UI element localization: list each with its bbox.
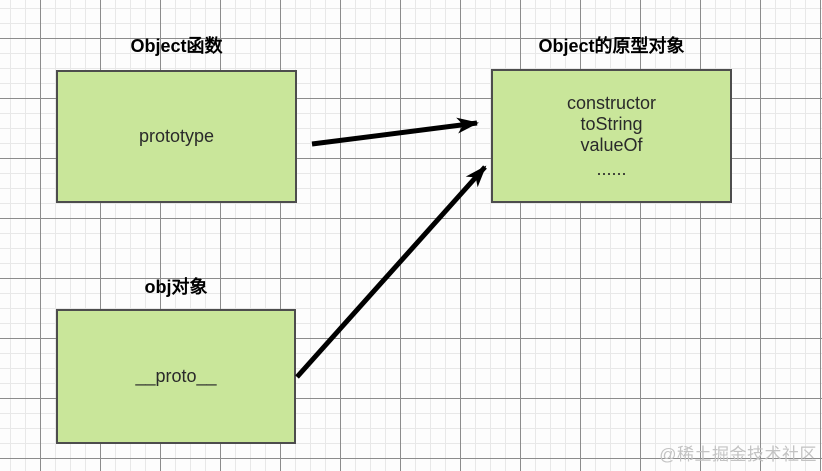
obj-instance-title: obj对象 xyxy=(144,277,208,297)
member-constructor: constructor xyxy=(566,92,657,113)
prototype-to-prototype-object-arrow xyxy=(311,117,479,147)
object-prototype-members: constructor toString valueOf ...... xyxy=(567,93,656,180)
object-prototype-node: constructor toString valueOf ...... xyxy=(491,69,732,203)
member-tostring: toString xyxy=(580,113,643,134)
obj-instance-node: __proto__ xyxy=(56,309,296,444)
object-function-title: Object函数 xyxy=(130,36,223,56)
member-valueof: valueOf xyxy=(580,134,643,155)
proto-to-prototype-object-arrow xyxy=(295,165,487,379)
obj-instance-label: __proto__ xyxy=(135,366,217,386)
member-ellipsis: ...... xyxy=(596,158,627,179)
object-function-label: prototype xyxy=(138,126,215,146)
object-prototype-title: Object的原型对象 xyxy=(538,36,685,56)
watermark: @稀土掘金技术社区 xyxy=(659,445,817,464)
object-function-node: prototype xyxy=(56,70,297,203)
